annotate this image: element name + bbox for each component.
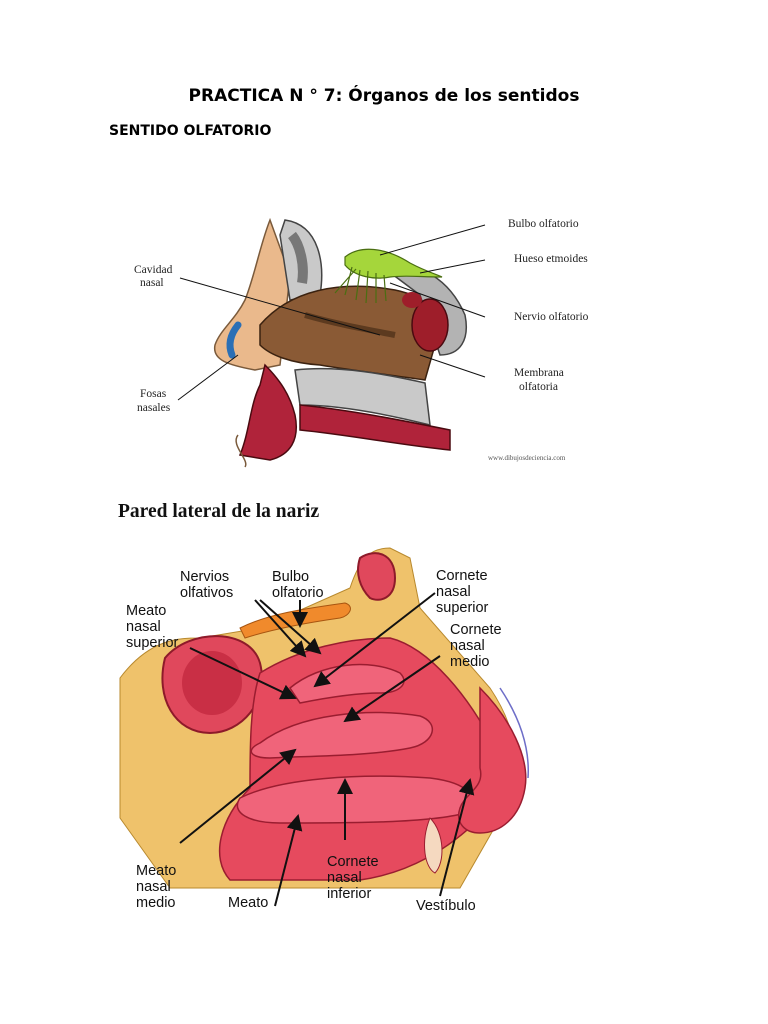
turbinate — [304, 312, 396, 338]
oral-tissue — [299, 404, 451, 451]
upper-lip — [238, 363, 297, 461]
label-meato-medio-line3: medio — [136, 895, 176, 911]
label-cornete-inf-line3: inferior — [327, 886, 371, 902]
label-cornete-medio-line3: medio — [450, 654, 490, 670]
lateral-nasal-wall-figure: Pared lateral de la nariz — [110, 488, 535, 918]
frontal-sinus — [287, 231, 308, 284]
label-bulbo-line1: Bulbo — [272, 569, 309, 585]
leader-lines — [177, 224, 486, 401]
label-fosas-line2: nasales — [137, 402, 171, 414]
hard-palate — [294, 367, 431, 426]
label-meato: Meato — [228, 895, 268, 911]
lateral-nasal-wall-illustration: Pared lateral de la nariz — [118, 501, 529, 914]
label-nervio-olfatorio: Nervio olfatorio — [514, 311, 589, 323]
label-vestibulo: Vestíbulo — [416, 898, 476, 914]
frontal-sinus — [357, 552, 397, 601]
sphenoid-sinus — [411, 298, 449, 352]
section-heading: SENTIDO OLFATORIO — [109, 123, 272, 139]
label-cornete-sup-line2: nasal — [436, 584, 471, 600]
figure2-title: Pared lateral de la nariz — [118, 501, 319, 522]
label-meato-sup-line2: nasal — [126, 619, 161, 635]
label-bulbo-olfatorio: Bulbo olfatorio — [508, 218, 579, 230]
olfactory-anatomy-figure: Cavidad nasal Fosas nasales Bulbo olfato… — [120, 205, 600, 470]
label-cavidad-line2: nasal — [140, 277, 164, 289]
label-cornete-medio-line2: nasal — [450, 638, 485, 654]
olfactory-nerve-fibers — [334, 266, 387, 304]
vestibule-area — [424, 817, 443, 874]
label-meato-medio-line2: nasal — [136, 879, 171, 895]
nostril-blue — [226, 321, 242, 359]
label-hueso-etmoides: Hueso etmoides — [514, 253, 588, 265]
label-bulbo-line2: olfatorio — [272, 585, 324, 601]
label-meato-sup-line3: superior — [126, 635, 179, 651]
middle-turbinate — [250, 711, 434, 759]
document-title: PRACTICA N ° 7: Órganos de los sentidos — [188, 86, 580, 106]
label-nervios-line1: Nervios — [180, 569, 229, 585]
sinus-small — [402, 292, 422, 308]
label-cornete-inf-line1: Cornete — [327, 854, 379, 870]
label-cornete-medio-line1: Cornete — [450, 622, 502, 638]
lip-outline — [235, 434, 247, 468]
olfactory-anatomy-illustration: Cavidad nasal Fosas nasales Bulbo olfato… — [134, 217, 589, 468]
label-meato-medio-line1: Meato — [136, 863, 176, 879]
figure-credit: www.dibujosdeciencia.com — [488, 454, 566, 462]
label-cornete-sup-line1: Cornete — [436, 568, 488, 584]
label-cavidad-line1: Cavidad — [134, 264, 173, 276]
label-nervios-line2: olfativos — [180, 585, 233, 601]
olfactory-bulb — [344, 248, 443, 279]
label-fosas-line1: Fosas — [140, 388, 167, 400]
sphenoid-inner — [182, 651, 242, 715]
label-membrana-line1: Membrana — [514, 367, 564, 379]
nose-tip — [458, 686, 527, 834]
label-cornete-inf-line2: nasal — [327, 870, 362, 886]
pointer-arrows — [179, 592, 475, 907]
nose-edge-line — [499, 687, 529, 779]
label-meato-sup-line1: Meato — [126, 603, 166, 619]
label-cornete-sup-line3: superior — [436, 600, 489, 616]
label-membrana-line2: olfatoria — [519, 381, 558, 393]
